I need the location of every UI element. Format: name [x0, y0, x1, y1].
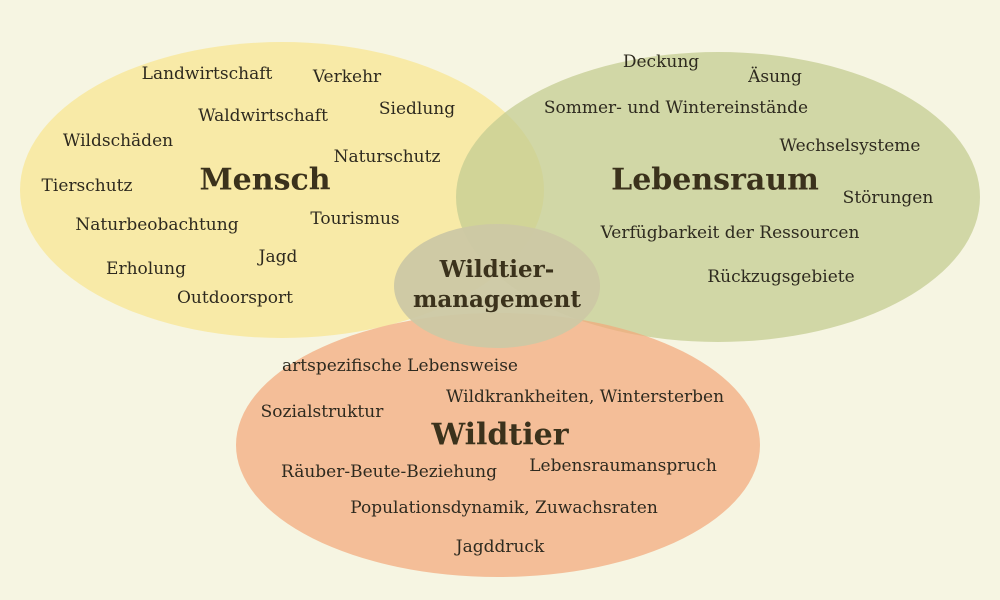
- wildtier-item-lebensweise: artspezifische Lebensweise: [282, 356, 518, 376]
- mensch-item-waldwirtschaft: Waldwirtschaft: [198, 106, 328, 126]
- lebensraum-title: Lebensraum: [611, 162, 819, 198]
- mensch-item-tourismus: Tourismus: [310, 209, 400, 229]
- center-title: Wildtier- management: [413, 255, 581, 315]
- mensch-item-erholung: Erholung: [106, 259, 186, 279]
- mensch-item-outdoorsport: Outdoorsport: [177, 288, 293, 308]
- lebensraum-item-stoerungen: Störungen: [842, 188, 934, 208]
- wildtier-item-sozialstruktur: Sozialstruktur: [260, 402, 384, 422]
- mensch-item-landwirtschaft: Landwirtschaft: [141, 64, 273, 84]
- center-title-line1: Wildtier-: [439, 256, 555, 283]
- mensch-item-verkehr: Verkehr: [312, 67, 382, 87]
- wildtier-item-wildkrankheiten: Wildkrankheiten, Wintersterben: [445, 387, 725, 407]
- wildtier-item-lebensraumanspruch: Lebensraumanspruch: [529, 456, 717, 476]
- mensch-item-jagd: Jagd: [258, 247, 298, 267]
- wildtier-item-raeuber-beute: Räuber-Beute-Beziehung: [281, 462, 497, 482]
- mensch-item-tierschutz: Tierschutz: [41, 176, 133, 196]
- mensch-item-wildschaeden: Wildschäden: [62, 131, 174, 151]
- center-title-line2: management: [413, 286, 581, 313]
- wildtier-circle: [236, 313, 760, 577]
- mensch-item-siedlung: Siedlung: [378, 99, 456, 119]
- lebensraum-item-rueckzugsgebiete: Rückzugsgebiete: [707, 267, 855, 287]
- lebensraum-item-ressourcen: Verfügbarkeit der Ressourcen: [600, 223, 860, 243]
- mensch-item-naturbeobachtung: Naturbeobachtung: [75, 215, 239, 235]
- wildtier-title: Wildtier: [431, 417, 569, 453]
- lebensraum-item-einstaende: Sommer- und Wintereinstände: [543, 98, 809, 118]
- lebensraum-item-wechselsysteme: Wechselsysteme: [779, 136, 921, 156]
- mensch-item-naturschutz: Naturschutz: [333, 147, 441, 167]
- lebensraum-item-aesung: Äsung: [748, 67, 802, 87]
- wildtier-item-jagddruck: Jagddruck: [455, 537, 545, 557]
- wildtier-item-populationsdynamik: Populationsdynamik, Zuwachsraten: [350, 498, 658, 518]
- mensch-title: Mensch: [199, 162, 331, 198]
- center-circle: [394, 224, 600, 348]
- lebensraum-item-deckung: Deckung: [622, 52, 700, 72]
